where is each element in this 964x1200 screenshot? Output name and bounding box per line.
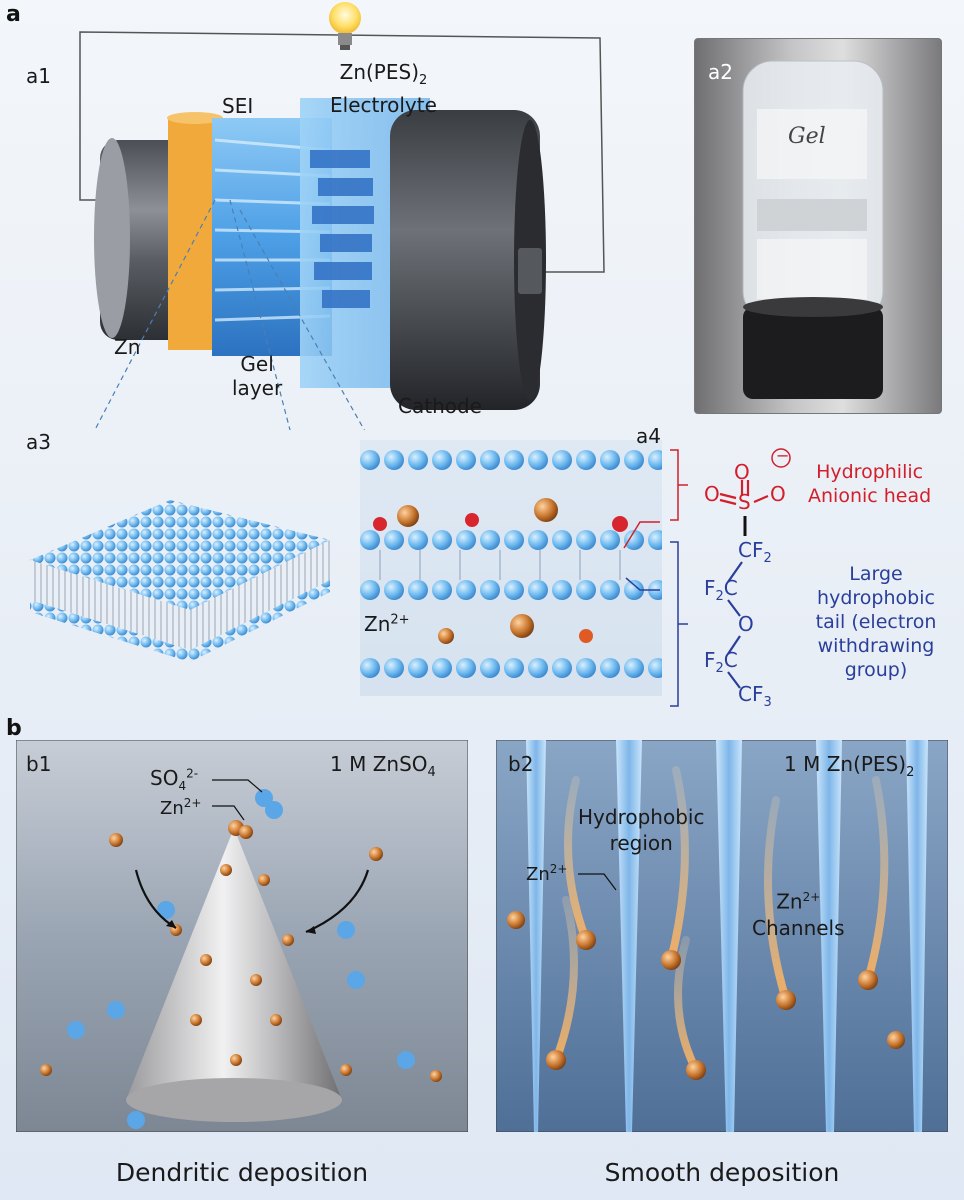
electrolyte-label: Zn(PES)2 Electrolyte: [330, 60, 437, 117]
so4-sub: 4: [178, 779, 187, 793]
zn-ion-symbol: Zn: [364, 612, 391, 636]
f2c-upper-sub: 2: [715, 589, 724, 604]
electrolyte-formula: Zn(PES): [339, 60, 419, 84]
hydrophilic-head-label: Hydrophilic Anionic head: [808, 460, 931, 508]
b1-tag: b1: [26, 752, 52, 776]
hydrophilic-line1: Hydrophilic: [816, 461, 924, 483]
f2c-upper: F2C: [704, 576, 738, 604]
light-bulb-icon: [329, 2, 361, 50]
b1-condition-sub: 4: [427, 765, 436, 780]
b2-zn-text: Zn: [526, 864, 550, 885]
b1-zn-text: Zn: [160, 798, 184, 819]
zn-ion-label-a4: Zn2+: [364, 612, 410, 636]
b2-condition: 1 M Zn(PES)2: [784, 752, 914, 780]
cf3-sub: 3: [763, 695, 772, 710]
a2-tag: a2: [708, 60, 733, 84]
f2c-lower-c: C: [723, 648, 738, 672]
b2-caption: Smooth deposition: [604, 1158, 840, 1187]
cf3-text: CF: [738, 682, 764, 706]
vial-photo: [694, 38, 942, 414]
f2c-upper-f: F: [704, 576, 716, 600]
tail-line1: Large: [849, 563, 903, 585]
tail-line4: withdrawing: [817, 635, 935, 657]
b1-zn-label: Zn2+: [160, 796, 201, 819]
smooth-scene: [496, 740, 948, 1132]
so4-label: SO42-: [150, 766, 198, 793]
atom-s: S: [738, 490, 751, 514]
tail-line5: group): [844, 659, 908, 681]
layer-word: layer: [232, 376, 283, 400]
atom-o-top: O: [734, 460, 750, 484]
so4-text: SO: [150, 766, 179, 790]
b2-condition-sub: 2: [906, 765, 915, 780]
tail-line2: hydrophobic: [817, 587, 935, 609]
zn-channels-sup: 2+: [802, 890, 821, 904]
atom-o-left: O: [704, 482, 720, 506]
electrolyte-formula-sub: 2: [419, 73, 428, 88]
zn-channels-ion: Zn: [776, 889, 803, 914]
panel-a-letter: a: [6, 2, 21, 27]
cf2-top-text: CF: [738, 538, 764, 562]
b1-condition-text: 1 M ZnSO: [330, 752, 428, 776]
b1-zn-sup: 2+: [183, 796, 202, 810]
panel-b-letter: b: [6, 716, 22, 741]
electrolyte-word: Electrolyte: [330, 93, 437, 117]
molecule-structure: [623, 448, 791, 707]
a4-tag: a4: [636, 424, 661, 448]
b2-zn-sup: 2+: [549, 862, 568, 876]
hydrophobic-region-label: Hydrophobic region: [578, 804, 704, 856]
bilayer-sheet: [30, 500, 330, 662]
cathode-label: Cathode: [398, 394, 482, 418]
a3-tag: a3: [26, 430, 51, 454]
cf3: CF3: [738, 682, 772, 710]
hydrophobic-tail-label: Large hydrophobic tail (electron withdra…: [806, 562, 946, 682]
atom-o-right: O: [770, 482, 786, 506]
hydrophobic-region-line2: region: [609, 831, 673, 855]
b2-zn-label: Zn2+: [526, 862, 567, 885]
a1-tag: a1: [26, 64, 51, 88]
atom-o-ether: O: [738, 612, 754, 636]
battery-diagram: [79, 2, 605, 430]
hydrophobic-region-line1: Hydrophobic: [578, 805, 705, 829]
zn-label: Zn: [114, 335, 141, 359]
zoomed-bilayer: [360, 440, 662, 696]
b1-condition: 1 M ZnSO4: [330, 752, 436, 780]
f2c-upper-c: C: [723, 576, 738, 600]
sei-label: SEI: [222, 94, 254, 118]
charge-minus: −: [776, 446, 790, 465]
vial-gel-text: Gel: [788, 124, 826, 149]
tail-line3: tail (electron: [815, 611, 937, 633]
gel-layer-label: Gel layer: [232, 352, 282, 400]
zn-channels-label: Zn2+ Channels: [752, 884, 845, 941]
gel-word: Gel: [240, 352, 274, 376]
b2-tag: b2: [508, 752, 534, 776]
hydrophilic-line2: Anionic head: [808, 485, 932, 507]
f2c-lower: F2C: [704, 648, 738, 676]
cf2-top-sub: 2: [763, 551, 772, 566]
dendritic-scene: [16, 740, 468, 1132]
so4-sup: 2-: [186, 766, 199, 781]
b2-condition-text: 1 M Zn(PES): [784, 752, 907, 776]
vial-drawing: [742, 60, 884, 399]
zn-channels-word: Channels: [752, 915, 845, 940]
zn-ion-charge: 2+: [390, 612, 410, 628]
b1-caption: Dendritic deposition: [115, 1158, 369, 1187]
f2c-lower-sub: 2: [715, 661, 724, 676]
f2c-lower-f: F: [704, 648, 716, 672]
cf2-top: CF2: [738, 538, 772, 566]
